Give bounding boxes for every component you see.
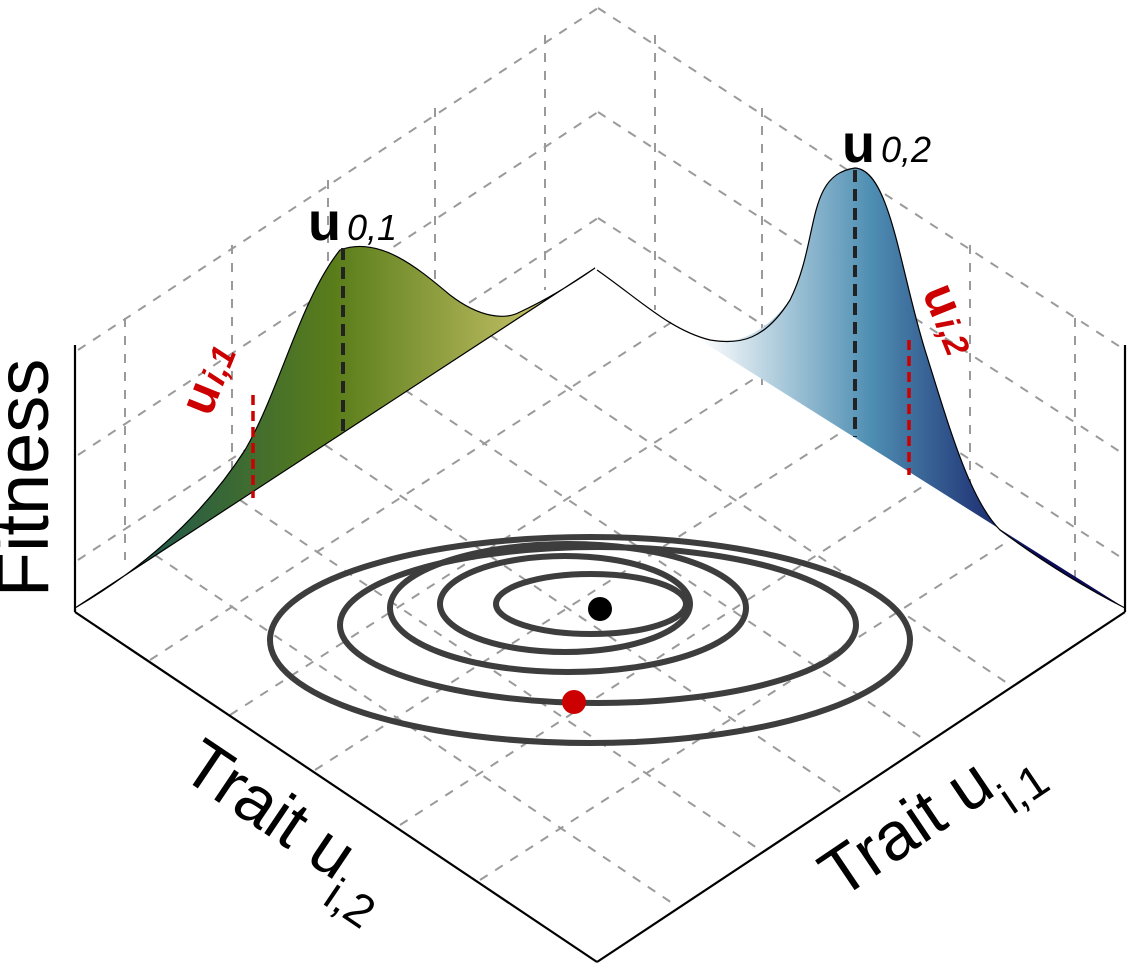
floor-grid-line (229, 374, 761, 716)
trait-right-base: Trait u (806, 743, 1006, 912)
contour-ring (437, 553, 693, 655)
floor-grid-line (154, 554, 676, 906)
floor-grid-line (149, 319, 676, 661)
trait-left-label: Trait ui,2 (158, 724, 410, 938)
fitness-contours (267, 534, 913, 746)
floor-grid-line (404, 389, 926, 741)
trait-right-sub: i,1 (989, 753, 1058, 823)
trait-left-base: Trait u (170, 724, 370, 893)
left-fitness-curve (74, 245, 596, 609)
trait-2-axis-line (74, 611, 598, 963)
trait-1-axis-line (596, 611, 1126, 963)
peak-left-sub: 0,1 (347, 207, 397, 248)
floor-grid-line (479, 539, 1011, 881)
floor-grid-line (324, 444, 846, 796)
contour-ring (387, 541, 749, 675)
optimum-dot (588, 597, 612, 621)
axes (73, 345, 1127, 963)
floor-grid-line (239, 499, 761, 851)
peak-right-base: u (842, 114, 875, 174)
wall-grid-line (77, 7, 599, 351)
marker-left-label: ui,1 (168, 335, 247, 422)
contour-ring (493, 571, 689, 637)
floor-grid-line (314, 429, 846, 771)
peak-left-base: u (308, 192, 341, 252)
trait-right-label: Trait ui,1 (806, 716, 1058, 930)
contour-ring (267, 534, 913, 746)
floor-grid-line (489, 334, 1011, 686)
right-fitness-curve (700, 168, 1125, 608)
individual-dot (562, 690, 586, 714)
right-fitness-outline (596, 167, 1126, 609)
fitness-axis-label: Fitness (0, 359, 64, 598)
peak-right-sub: 0,2 (881, 129, 931, 170)
floor-grid-line (399, 484, 926, 826)
contour-ring (337, 544, 859, 706)
marker-right-base: u (912, 275, 975, 324)
